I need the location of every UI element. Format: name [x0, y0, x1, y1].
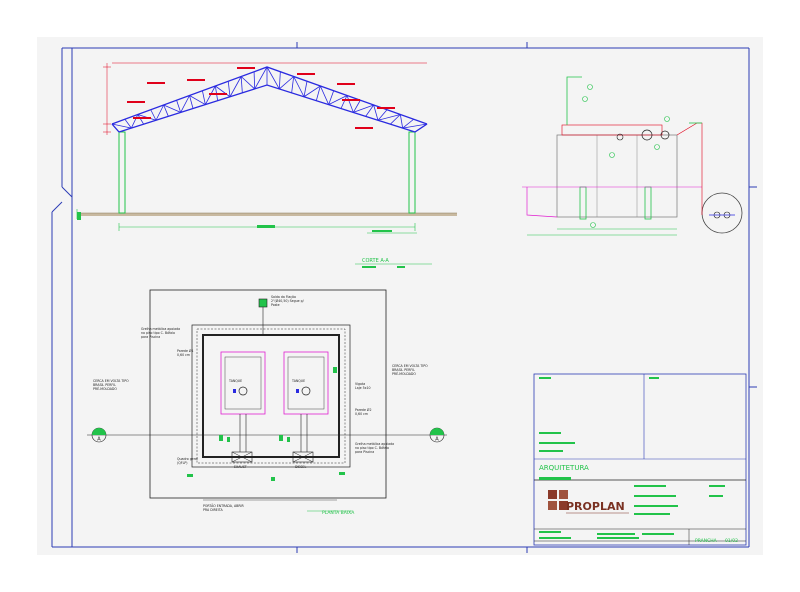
svg-text:Saída da Fiação: Saída da Fiação [271, 295, 296, 299]
section-marker-left: A [91, 427, 107, 443]
svg-text:para Piscina: para Piscina [355, 450, 374, 454]
plan-view [87, 289, 447, 512]
side-elevation [522, 76, 743, 236]
svg-text:0,60 cm: 0,60 cm [355, 412, 368, 416]
svg-text:Quadro geral: Quadro geral [177, 457, 198, 461]
drawing-sheet: CORTE A-A [37, 37, 763, 555]
sheet-number: 01/02 [725, 538, 738, 544]
company-name: PROPLAN [566, 500, 625, 513]
svg-text:PORTÃO ENTRADA, ABRIR: PORTÃO ENTRADA, ABRIR [203, 503, 244, 508]
svg-text:PRA DIREITA: PRA DIREITA [203, 508, 223, 512]
svg-text:para Piscina: para Piscina [141, 335, 160, 339]
svg-text:A: A [97, 437, 101, 443]
svg-text:PRÉ-MOLDADO: PRÉ-MOLDADO [93, 386, 117, 391]
svg-text:Vigota: Vigota [355, 382, 365, 386]
svg-text:(QFLP): (QFLP) [177, 461, 188, 465]
cad-drawing: CORTE A-A [37, 37, 763, 555]
svg-text:CERCA EM VOLTA TIPO: CERCA EM VOLTA TIPO [93, 379, 129, 383]
discipline-label: ARQUITETURA [539, 464, 589, 472]
svg-text:Parede Ø2: Parede Ø2 [355, 407, 371, 412]
svg-text:EXAUST: EXAUST [234, 465, 247, 469]
title-block: ARQUITETURA PROPLAN PRANCHA 01/02 [533, 373, 747, 546]
sheet-label: PRANCHA [695, 538, 718, 544]
svg-text:TANQUE: TANQUE [228, 379, 242, 383]
svg-text:Grelha metálica apoiada: Grelha metálica apoiada [141, 327, 180, 331]
svg-text:PRÉ-MOLDADO: PRÉ-MOLDADO [392, 371, 416, 376]
svg-text:no piso tipo C. Bófalo: no piso tipo C. Bófalo [355, 446, 389, 450]
plan-notes: Saída da Fiação 2"(Ø40,50) Segue p/ Post… [93, 295, 428, 516]
sheet-border [51, 42, 757, 553]
svg-text:no piso tipo C. Bófalo: no piso tipo C. Bófalo [141, 331, 175, 335]
section-marker-right: A [429, 427, 445, 443]
plan-title: PLANTA BAIXA [322, 510, 355, 516]
svg-text:Poste: Poste [271, 303, 280, 307]
svg-text:Parede Ø1: Parede Ø1 [177, 348, 193, 353]
company-logo: PROPLAN [548, 490, 629, 514]
svg-text:DIESEL: DIESEL [295, 465, 306, 469]
svg-text:TANQUE: TANQUE [291, 379, 305, 383]
svg-text:Laje 5x10: Laje 5x10 [355, 386, 371, 390]
section-a-a: CORTE A-A [76, 62, 457, 268]
svg-text:Grelha metálica apoiada: Grelha metálica apoiada [355, 442, 394, 446]
svg-text:BRASIL PERFIL: BRASIL PERFIL [93, 383, 116, 387]
svg-text:0,60 cm: 0,60 cm [177, 353, 190, 357]
section-title: CORTE A-A [362, 258, 389, 264]
svg-text:2"(Ø40,50) Segue p/: 2"(Ø40,50) Segue p/ [271, 298, 305, 303]
svg-text:CERCA EM VOLTA TIPO: CERCA EM VOLTA TIPO [392, 364, 428, 368]
svg-text:BRASIL PERFIL: BRASIL PERFIL [392, 368, 415, 372]
svg-text:A: A [435, 437, 439, 443]
